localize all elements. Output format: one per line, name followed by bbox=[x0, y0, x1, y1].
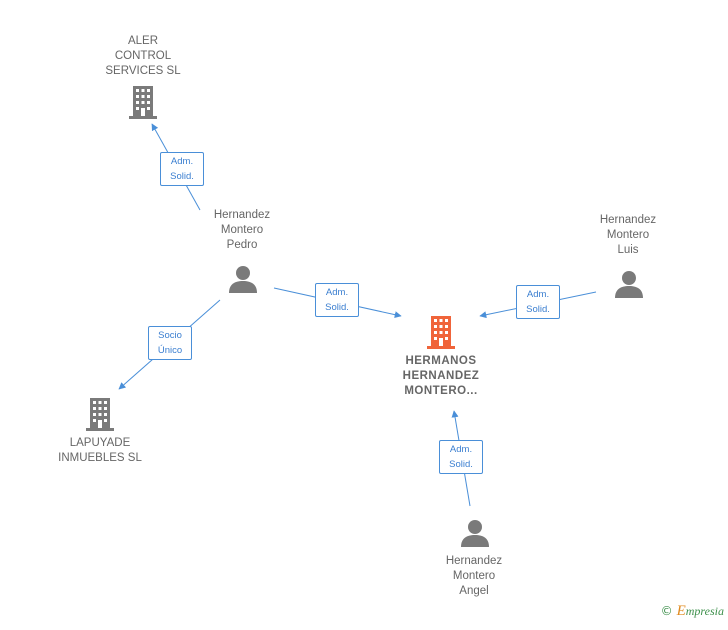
edge-label-angel-hermanos: Adm. Solid. bbox=[439, 440, 483, 474]
building-icon bbox=[129, 86, 157, 119]
edge-label-pedro-lapuyade: Socio Único bbox=[148, 326, 192, 360]
node-hermanos-label: HERMANOS HERNANDEZ MONTERO... bbox=[402, 355, 480, 397]
person-icon bbox=[615, 271, 643, 298]
node-hernandez-montero-angel[interactable]: Hernandez Montero Angel bbox=[428, 518, 520, 599]
building-icon bbox=[427, 316, 455, 349]
edge-label-pedro-hermanos: Adm. Solid. bbox=[315, 283, 359, 317]
node-pedro-label: Hernandez Montero Pedro bbox=[213, 209, 271, 251]
node-angel-label: Hernandez Montero Angel bbox=[445, 555, 503, 597]
node-lapuyade-inmuebles[interactable]: LAPUYADE INMUEBLES SL bbox=[46, 396, 154, 466]
node-hernandez-montero-pedro[interactable]: Hernandez Montero Pedro bbox=[196, 208, 288, 293]
person-icon bbox=[229, 266, 257, 293]
node-hermanos-hernandez-montero[interactable]: HERMANOS HERNANDEZ MONTERO... bbox=[380, 314, 502, 399]
node-hernandez-montero-luis[interactable]: Hernandez Montero Luis bbox=[582, 213, 674, 298]
edge-label-luis-hermanos: Adm. Solid. bbox=[516, 285, 560, 319]
brand-name: mpresia bbox=[685, 604, 724, 618]
edge-label-pedro-aler: Adm. Solid. bbox=[160, 152, 204, 186]
node-aler-label: ALER CONTROL SERVICES SL bbox=[105, 35, 181, 77]
building-icon bbox=[86, 398, 114, 431]
node-aler-control-services[interactable]: ALER CONTROL SERVICES SL bbox=[88, 34, 198, 119]
node-luis-label: Hernandez Montero Luis bbox=[599, 214, 657, 256]
person-icon bbox=[461, 520, 489, 547]
node-lapuyade-label: LAPUYADE INMUEBLES SL bbox=[58, 437, 142, 464]
copyright-symbol: © bbox=[660, 604, 673, 618]
empresia-copyright: ©Empresia bbox=[661, 603, 724, 620]
brand-initial: E bbox=[676, 603, 686, 619]
